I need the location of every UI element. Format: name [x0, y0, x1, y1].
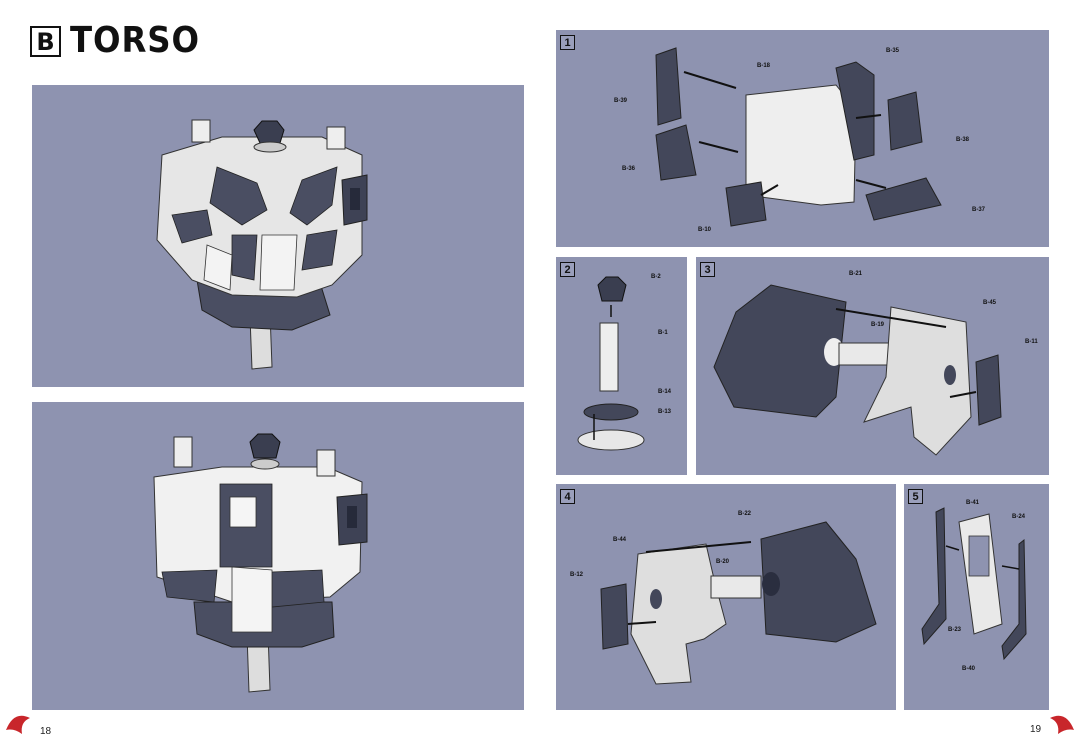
assembled-torso-view-front: [32, 85, 524, 387]
step-2-panel: 2 B-2 B-1 B-14 B-13: [556, 257, 687, 475]
section-letter-box: B: [30, 26, 61, 57]
part-label: B-35: [886, 48, 900, 54]
part-label: B-1: [658, 330, 668, 336]
step-1-panel: 1 B-39 B-18 B-35 B-38 B-36 B-10 B-37: [556, 30, 1049, 247]
part-label: B-22: [738, 511, 752, 517]
step-number: 3: [700, 262, 715, 277]
page-number-left: 18: [40, 726, 52, 737]
part-label: B-12: [570, 572, 584, 578]
part-label: B-13: [658, 409, 672, 415]
part-label: B-45: [983, 300, 997, 306]
part-label: B-11: [1025, 339, 1038, 345]
part-label: B-23: [948, 627, 962, 633]
step-2-illustration: [577, 276, 645, 451]
torso-front-illustration: [156, 119, 368, 370]
step-3-illustration: [713, 284, 1002, 456]
step-4-illustration: [600, 521, 877, 685]
step-4-panel: 4 B-22 B-44 B-20 B-12: [556, 484, 896, 710]
part-label: B-41: [966, 500, 980, 506]
part-label: B-21: [849, 271, 863, 277]
step-number: 2: [560, 262, 575, 277]
part-label: B-19: [871, 322, 885, 328]
part-label: B-44: [613, 537, 627, 543]
part-label: B-38: [956, 137, 970, 143]
part-label: B-18: [757, 63, 771, 69]
torso-back-illustration: [153, 433, 368, 693]
step-5-illustration: [921, 507, 1027, 661]
part-label: B-40: [962, 666, 976, 672]
part-label: B-37: [972, 207, 986, 213]
step-number: 5: [908, 489, 923, 504]
page-number-right: 19: [1030, 724, 1042, 735]
logo-icon: [0, 698, 45, 742]
part-label: B-36: [622, 166, 636, 172]
step-3-panel: 3 B-21 B-45 B-19 B-11: [696, 257, 1049, 475]
page-title: TORSO: [70, 20, 200, 61]
assembled-torso-view-back: [32, 402, 524, 710]
part-label: B-14: [658, 389, 672, 395]
step-number: 4: [560, 489, 575, 504]
part-label: B-10: [698, 227, 712, 233]
step-1-illustration: [655, 47, 942, 227]
part-label: B-24: [1012, 514, 1026, 520]
part-label: B-20: [716, 559, 730, 565]
step-5-panel: 5 B-41 B-24 B-23 B-40: [904, 484, 1049, 710]
section-letter: B: [36, 27, 55, 56]
part-label: B-2: [651, 274, 661, 280]
logo-icon: [1035, 698, 1080, 742]
step-number: 1: [560, 35, 575, 50]
part-label: B-39: [614, 98, 628, 104]
